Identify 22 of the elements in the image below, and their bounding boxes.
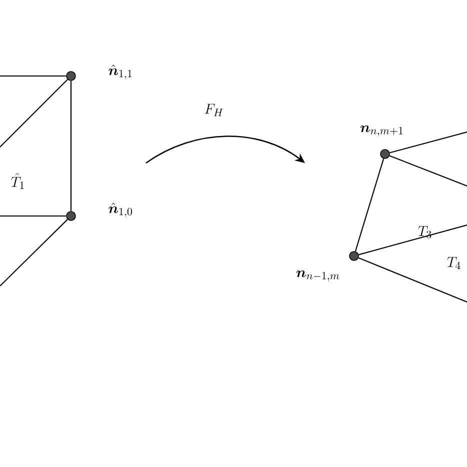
vertex-dot <box>349 251 359 261</box>
triangle-label: $\hat{T}_1$ <box>11 173 24 189</box>
vertex-label: $\hat{\boldsymbol{n}}_{1,0}$ <box>108 202 132 218</box>
mesh-edge <box>0 215 66 217</box>
vertex-dot <box>66 211 76 221</box>
mapping-label: $F_H$ <box>204 104 223 116</box>
mesh-edge <box>358 257 467 303</box>
mesh-edge <box>358 224 467 256</box>
mesh-edge <box>70 80 72 212</box>
mesh-edge <box>354 158 384 252</box>
vertex-dot <box>380 149 390 159</box>
mesh-edge <box>390 131 467 154</box>
mesh-edge <box>0 79 68 148</box>
mesh-edge <box>0 219 68 286</box>
mesh-edge <box>0 75 66 77</box>
vertex-dot <box>66 71 76 81</box>
triangle-label: $T_3$ <box>418 226 432 238</box>
vertex-label: $\boldsymbol{n}_{n-1,m}$ <box>296 270 340 282</box>
vertex-label: $\hat{\boldsymbol{n}}_{1,1}$ <box>108 64 132 80</box>
vertex-label: $\boldsymbol{n}_{n,m+1}$ <box>360 126 403 136</box>
triangle-label: $T_4$ <box>447 257 460 269</box>
mesh-edge <box>389 155 467 187</box>
